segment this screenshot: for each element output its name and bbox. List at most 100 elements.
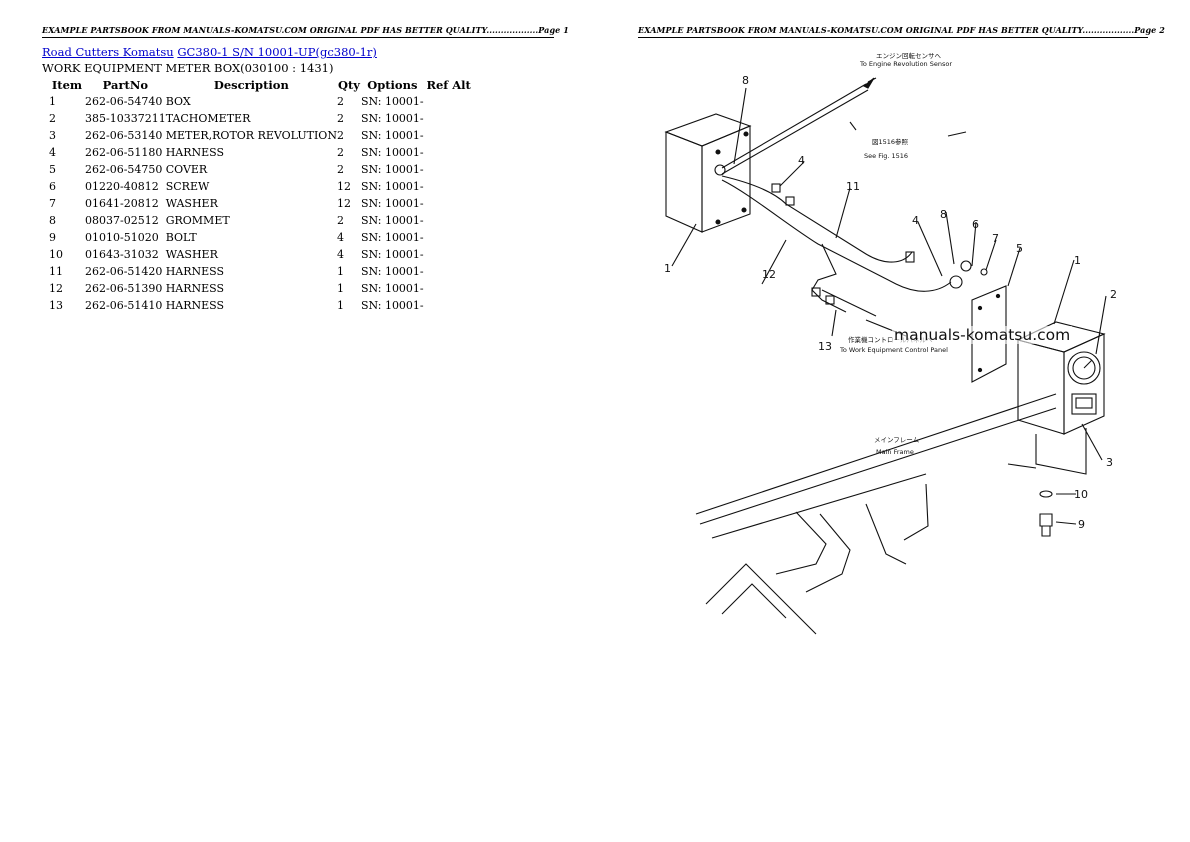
cell-item: 9 <box>49 231 56 244</box>
cell-refalt <box>424 297 474 314</box>
cell-qty: 2 <box>336 129 344 142</box>
cell-options: SN: 10001- <box>360 112 424 125</box>
cell-item: 13 <box>49 299 63 312</box>
page-header-left: EXAMPLE PARTSBOOK FROM MANUALS-KOMATSU.C… <box>42 25 569 38</box>
cell-partno: 262-06-51180 <box>85 146 163 159</box>
cell-item: 7 <box>49 197 56 210</box>
cell-qty: 12 <box>336 180 351 193</box>
callout-7: 7 <box>992 232 999 245</box>
col-header-options: Options <box>367 77 418 92</box>
cell-options: SN: 10001- <box>360 146 424 159</box>
breadcrumb-link-model[interactable]: GC380-1 S/N 10001-UP(gc380-1r) <box>177 45 377 59</box>
cell-qty: 1 <box>336 299 344 312</box>
cell-description: WASHER <box>165 197 218 210</box>
callout-5: 5 <box>1016 242 1023 255</box>
cell-qty: 1 <box>336 282 344 295</box>
callout-4-right: 4 <box>912 214 919 227</box>
parts-table: Item PartNo Description Qty Options Ref … <box>42 76 474 314</box>
label-panel-jp: 作業機コントロールパネルへ <box>848 335 933 344</box>
callout-8-left: 8 <box>742 74 749 87</box>
cell-options: SN: 10001- <box>360 180 424 193</box>
cell-partno: 08037-02512 <box>85 214 159 227</box>
cell-refalt <box>424 110 474 127</box>
cell-partno: 01641-20812 <box>85 197 159 210</box>
cell-options: SN: 10001- <box>360 282 424 295</box>
col-header-description: Description <box>213 77 289 92</box>
cell-description: BOLT <box>165 231 197 244</box>
callout-6: 6 <box>972 218 979 231</box>
cell-partno: 262-06-51410 <box>85 299 163 312</box>
cell-partno: 262-06-51390 <box>85 282 163 295</box>
cell-refalt <box>424 161 474 178</box>
callout-9: 9 <box>1078 518 1085 531</box>
section-title: WORK EQUIPMENT METER BOX(030100 : 1431) <box>42 61 334 75</box>
cell-partno: 385-10337211 <box>85 112 166 125</box>
cell-refalt <box>424 93 474 110</box>
cell-refalt <box>424 144 474 161</box>
cell-partno: 262-06-54750 <box>85 163 163 176</box>
col-header-item: Item <box>51 77 83 92</box>
main-frame <box>695 393 1057 635</box>
callout-12: 12 <box>762 268 776 281</box>
cell-options: SN: 10001- <box>360 214 424 227</box>
cell-qty: 12 <box>336 197 351 210</box>
cell-qty: 2 <box>336 214 344 227</box>
cell-refalt <box>424 246 474 263</box>
breadcrumb-link-road-cutters[interactable]: Road Cutters Komatsu <box>42 45 174 59</box>
col-header-partno: PartNo <box>102 77 149 92</box>
cell-description: COVER <box>165 163 208 176</box>
cell-partno: 01220-40812 <box>85 180 159 193</box>
callout-2: 2 <box>1110 288 1117 301</box>
cell-options: SN: 10001- <box>360 265 424 278</box>
cell-qty: 4 <box>336 248 344 261</box>
cell-description: HARNESS <box>165 282 225 295</box>
page-header-right: EXAMPLE PARTSBOOK FROM MANUALS-KOMATSU.C… <box>638 25 1165 38</box>
cell-qty: 2 <box>336 146 344 159</box>
cell-options: SN: 10001- <box>360 248 424 261</box>
cell-item: 10 <box>49 248 63 261</box>
label-panel-en: To Work Equipment Control Panel <box>839 346 948 354</box>
cell-partno: 01010-51020 <box>85 231 159 244</box>
cell-item: 4 <box>49 146 56 159</box>
cell-partno: 262-06-51420 <box>85 265 163 278</box>
callout-8-right: 8 <box>940 208 947 221</box>
cell-refalt <box>424 178 474 195</box>
cell-item: 8 <box>49 214 56 227</box>
callout-1-left: 1 <box>664 262 671 275</box>
cell-refalt <box>424 263 474 280</box>
cell-refalt <box>424 280 474 297</box>
cell-item: 5 <box>49 163 56 176</box>
cell-options: SN: 10001- <box>360 163 424 176</box>
cell-item: 3 <box>49 129 56 142</box>
cell-partno: 262-06-53140 <box>85 129 163 142</box>
cell-qty: 1 <box>336 265 344 278</box>
cell-qty: 4 <box>336 231 344 244</box>
callout-10: 10 <box>1074 488 1088 501</box>
label-fig-jp: 図1516参照 <box>872 137 909 146</box>
cell-refalt <box>424 127 474 144</box>
cell-description: METER,ROTOR REVOLUTION <box>165 129 337 142</box>
callout-1-right: 1 <box>1074 254 1081 267</box>
cell-refalt <box>424 229 474 246</box>
meter-box-right <box>1007 321 1106 475</box>
cell-qty: 2 <box>336 95 344 108</box>
cell-refalt <box>424 195 474 212</box>
cell-description: TACHOMETER <box>165 112 251 125</box>
cell-item: 11 <box>49 265 63 278</box>
cell-partno: 01643-31032 <box>85 248 159 261</box>
label-frame-jp: メインフレーム <box>874 436 920 444</box>
col-header-refalt: Ref Alt <box>426 77 471 92</box>
cell-item: 12 <box>49 282 63 295</box>
watermark: manuals-komatsu.com <box>892 326 1073 344</box>
cell-qty: 2 <box>336 163 344 176</box>
cell-options: SN: 10001- <box>360 95 424 108</box>
callout-13: 13 <box>818 340 832 353</box>
